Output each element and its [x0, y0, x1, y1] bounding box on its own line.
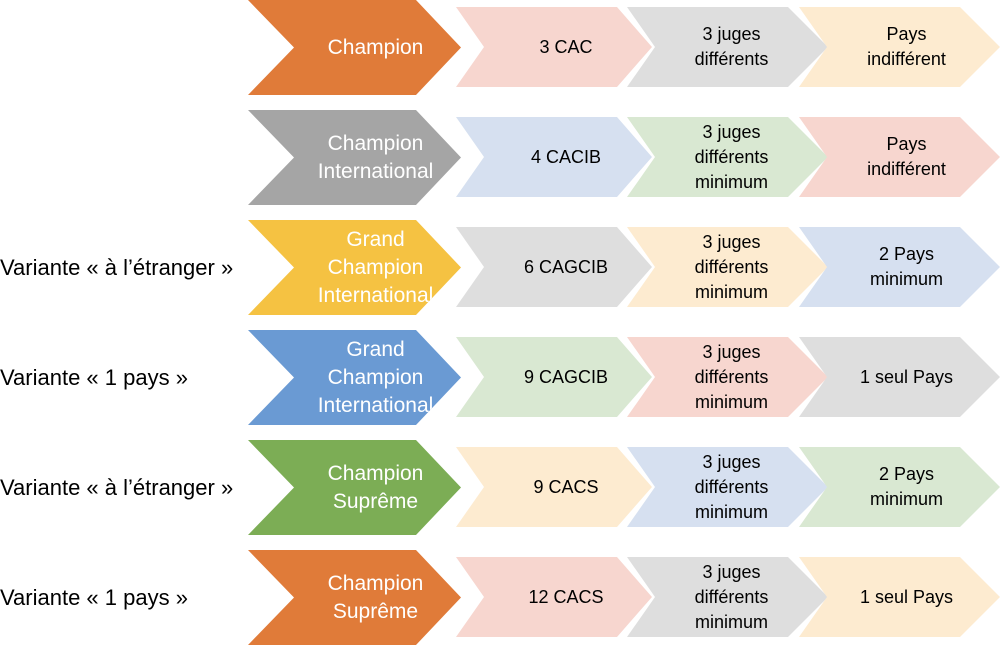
- country-label: 1 seul Pays: [859, 586, 954, 607]
- country-chevron: Pays indifférent: [799, 7, 1000, 87]
- cert-count-label: 9 CACS: [533, 476, 599, 497]
- row-champion-international: Champion International 4 CACIB 3 juges d…: [0, 110, 1000, 205]
- variant-label: [0, 110, 270, 205]
- variant-label: Variante « 1 pays »: [0, 364, 188, 390]
- variant-label: Variante « à l’étranger »: [0, 254, 234, 280]
- judges-chevron: 3 juges différents minimum: [627, 447, 828, 527]
- title-chevron: Champion Suprême: [248, 440, 461, 535]
- country-chevron: 2 Pays minimum: [799, 447, 1000, 527]
- judges-label: 3 juges différents minimum: [694, 341, 769, 412]
- row-champion: Champion 3 CAC 3 juges différents Pays i…: [0, 0, 1000, 95]
- judges-chevron: 3 juges différents minimum: [627, 557, 828, 637]
- title-label: Champion: [327, 35, 424, 59]
- judges-label: 3 juges différents minimum: [694, 121, 769, 192]
- title-label: Champion Suprême: [327, 461, 424, 513]
- country-label: Pays indifférent: [867, 24, 946, 69]
- title-chevron: Grand Champion International: [248, 330, 461, 425]
- country-chevron: Pays indifférent: [799, 117, 1000, 197]
- country-label: 2 Pays minimum: [869, 464, 943, 509]
- title-chevron: Grand Champion International: [248, 220, 461, 315]
- variant-label: Variante « à l’étranger »: [0, 474, 234, 500]
- country-label: Pays indifférent: [867, 134, 946, 179]
- judges-label: 3 juges différents minimum: [694, 231, 769, 302]
- row-grand-champion-one-country: Variante « 1 pays » Grand Champion Inter…: [0, 330, 1000, 425]
- cert-count-chevron: 9 CACS: [456, 447, 652, 527]
- cert-count-chevron: 9 CAGCIB: [456, 337, 652, 417]
- country-chevron: 2 Pays minimum: [799, 227, 1000, 307]
- row-grand-champion-abroad: Variante « à l’étranger » Grand Champion…: [0, 220, 1000, 315]
- title-label: Champion Suprême: [327, 571, 424, 623]
- variant-label: Variante « 1 pays »: [0, 584, 188, 610]
- judges-chevron: 3 juges différents minimum: [627, 117, 828, 197]
- cert-count-label: 3 CAC: [539, 36, 593, 57]
- cert-count-label: 12 CACS: [528, 586, 604, 607]
- variant-label: [0, 0, 270, 95]
- country-chevron: 1 seul Pays: [799, 337, 1000, 417]
- title-chevron: Champion: [248, 0, 461, 95]
- title-label: Grand Champion International: [317, 337, 434, 417]
- cert-count-chevron: 12 CACS: [456, 557, 652, 637]
- title-label: Grand Champion International: [317, 227, 434, 307]
- country-chevron: 1 seul Pays: [799, 557, 1000, 637]
- cert-count-label: 4 CACIB: [530, 146, 602, 167]
- country-label: 2 Pays minimum: [869, 244, 943, 289]
- judges-chevron: 3 juges différents minimum: [627, 337, 828, 417]
- country-label: 1 seul Pays: [859, 366, 954, 387]
- row-champion-supreme-one-country: Variante « 1 pays » Champion Suprême 12 …: [0, 550, 1000, 645]
- cert-count-label: 6 CAGCIB: [523, 256, 609, 277]
- title-chevron: Champion International: [248, 110, 461, 205]
- judges-chevron: 3 juges différents: [627, 7, 828, 87]
- judges-chevron: 3 juges différents minimum: [627, 227, 828, 307]
- judges-label: 3 juges différents minimum: [694, 561, 769, 632]
- cert-count-label: 9 CAGCIB: [523, 366, 609, 387]
- cert-count-chevron: 4 CACIB: [456, 117, 652, 197]
- cert-count-chevron: 6 CAGCIB: [456, 227, 652, 307]
- title-chevron: Champion Suprême: [248, 550, 461, 645]
- judges-label: 3 juges différents minimum: [694, 451, 769, 522]
- judges-label: 3 juges différents: [694, 24, 769, 69]
- title-label: Champion International: [317, 131, 434, 183]
- cert-count-chevron: 3 CAC: [456, 7, 652, 87]
- row-champion-supreme-abroad: Variante « à l’étranger » Champion Suprê…: [0, 440, 1000, 535]
